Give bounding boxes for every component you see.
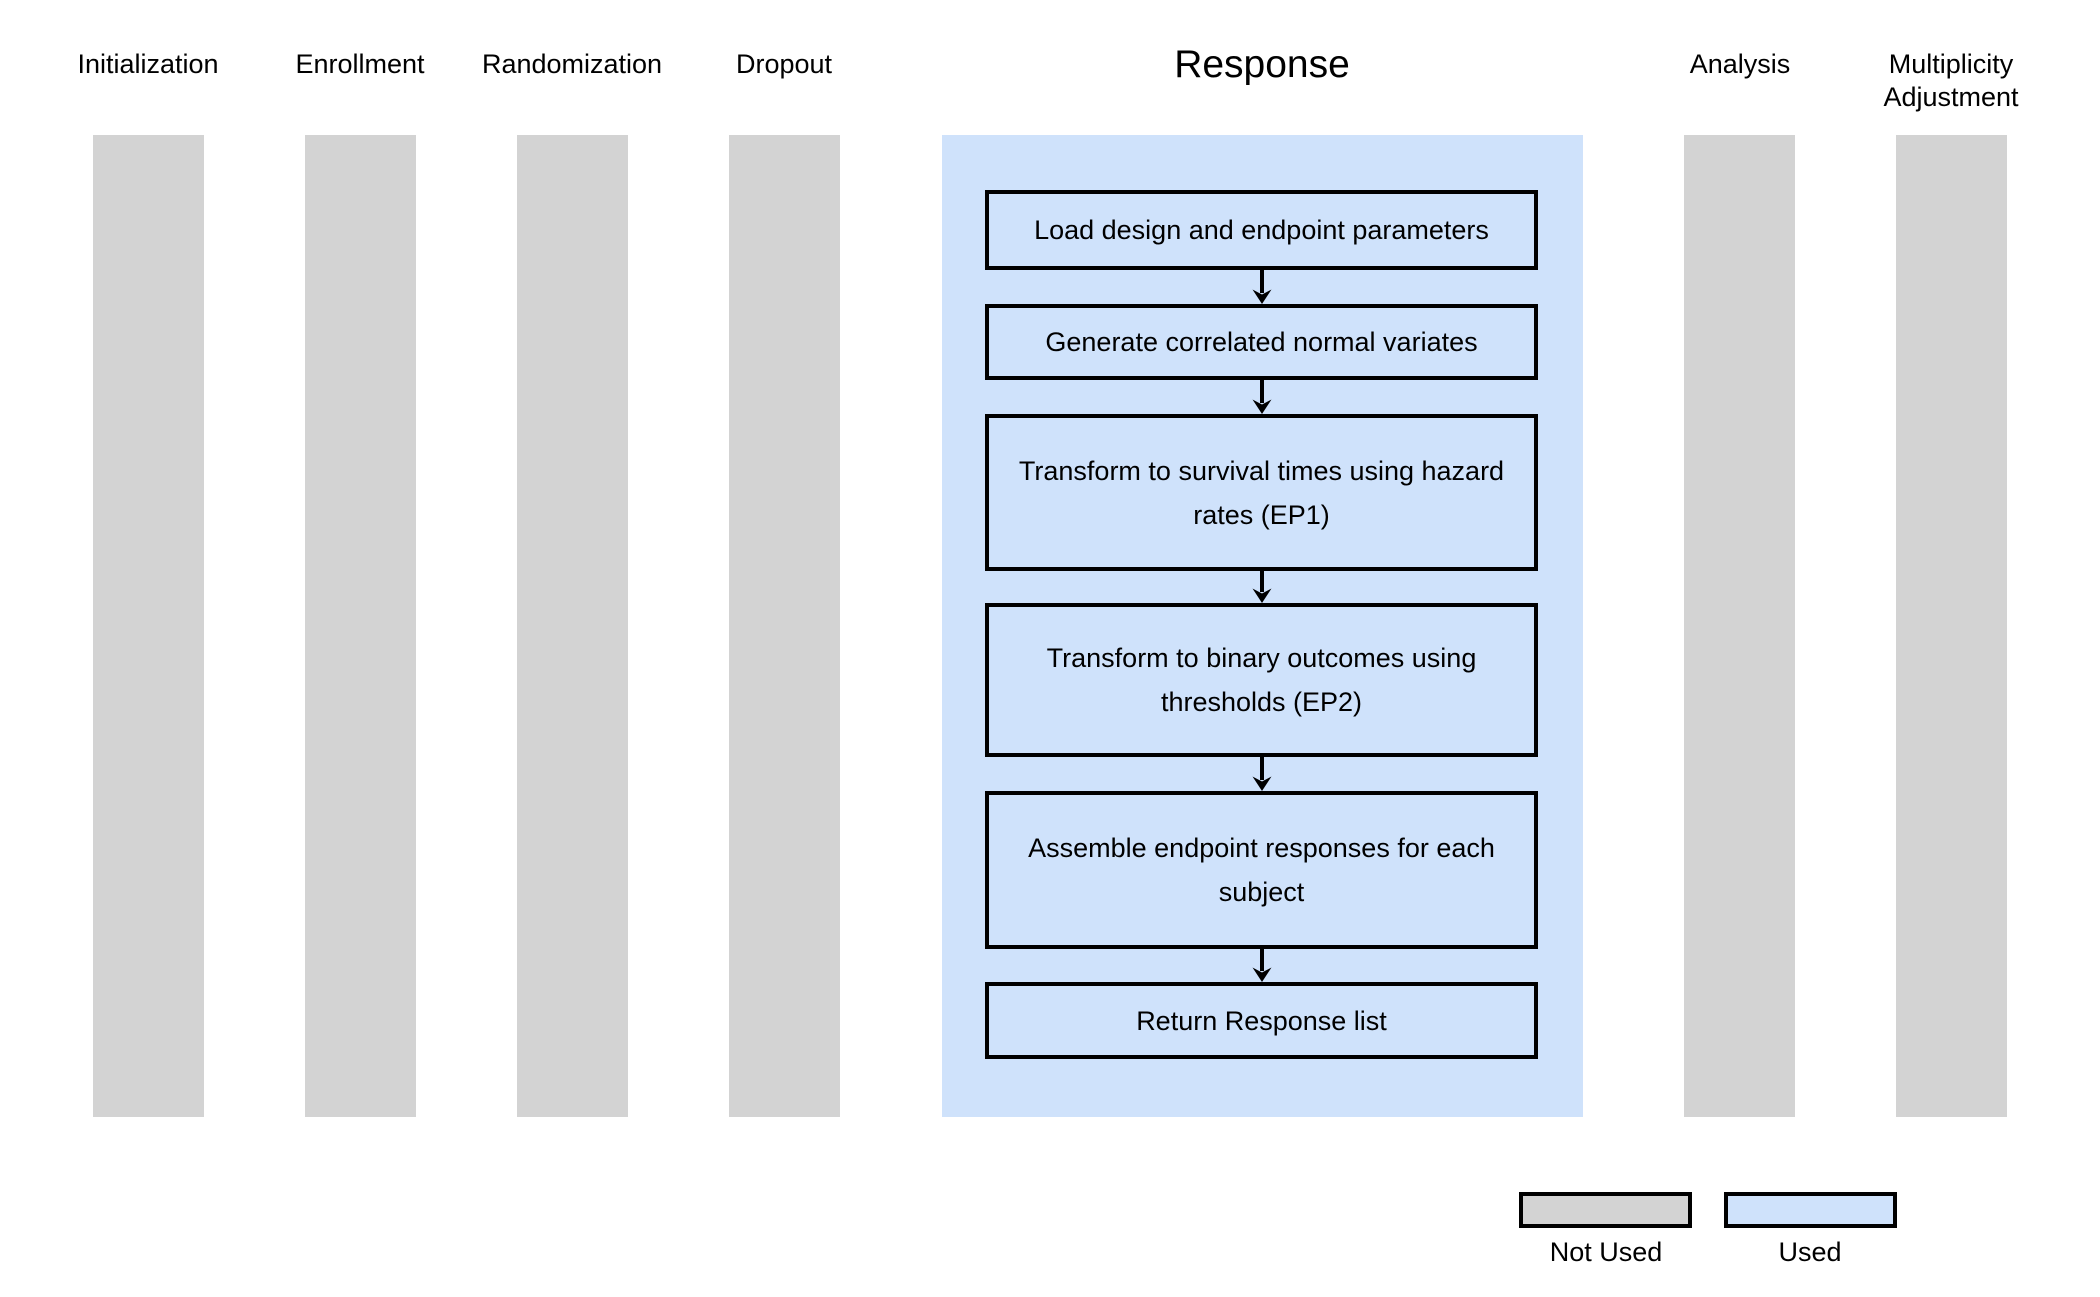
column-bar-initialization xyxy=(93,135,204,1117)
arrow-down-icon xyxy=(1252,569,1272,603)
legend-not-used-label: Not Used xyxy=(1549,1237,1663,1267)
column-label-response: Response xyxy=(1174,43,1350,86)
column-label-dropout: Dropout xyxy=(735,49,833,79)
column-label-randomization: Randomization xyxy=(481,49,663,79)
flow-step-survival-times: Transform to survival times using hazard… xyxy=(985,414,1538,571)
column-bar-dropout xyxy=(729,135,840,1117)
column-bar-multiplicity-adjustment xyxy=(1896,135,2007,1117)
flow-step-assemble-responses: Assemble endpoint responses for each sub… xyxy=(985,791,1538,949)
column-bar-randomization xyxy=(517,135,628,1117)
flow-step-load-parameters: Load design and endpoint parameters xyxy=(985,190,1538,270)
arrow-down-icon xyxy=(1252,757,1272,791)
response-panel: Load design and endpoint parameters Gene… xyxy=(942,135,1583,1117)
column-label-initialization: Initialization xyxy=(77,49,219,79)
flow-step-return-list: Return Response list xyxy=(985,982,1538,1059)
flow-step-binary-outcomes: Transform to binary outcomes using thres… xyxy=(985,603,1538,757)
column-bar-enrollment xyxy=(305,135,416,1117)
column-bar-analysis xyxy=(1684,135,1795,1117)
legend-used-swatch xyxy=(1724,1192,1897,1228)
column-label-multiplicity-adjustment: Multiplicity Adjustment xyxy=(1883,49,2019,112)
arrow-down-icon xyxy=(1252,380,1272,414)
arrow-down-icon xyxy=(1252,270,1272,304)
legend-not-used-swatch xyxy=(1519,1192,1692,1228)
legend-used-label: Used xyxy=(1778,1237,1842,1267)
column-label-analysis: Analysis xyxy=(1689,49,1791,79)
arrow-down-icon xyxy=(1252,948,1272,982)
column-label-enrollment: Enrollment xyxy=(295,49,425,79)
flow-step-generate-variates: Generate correlated normal variates xyxy=(985,304,1538,380)
